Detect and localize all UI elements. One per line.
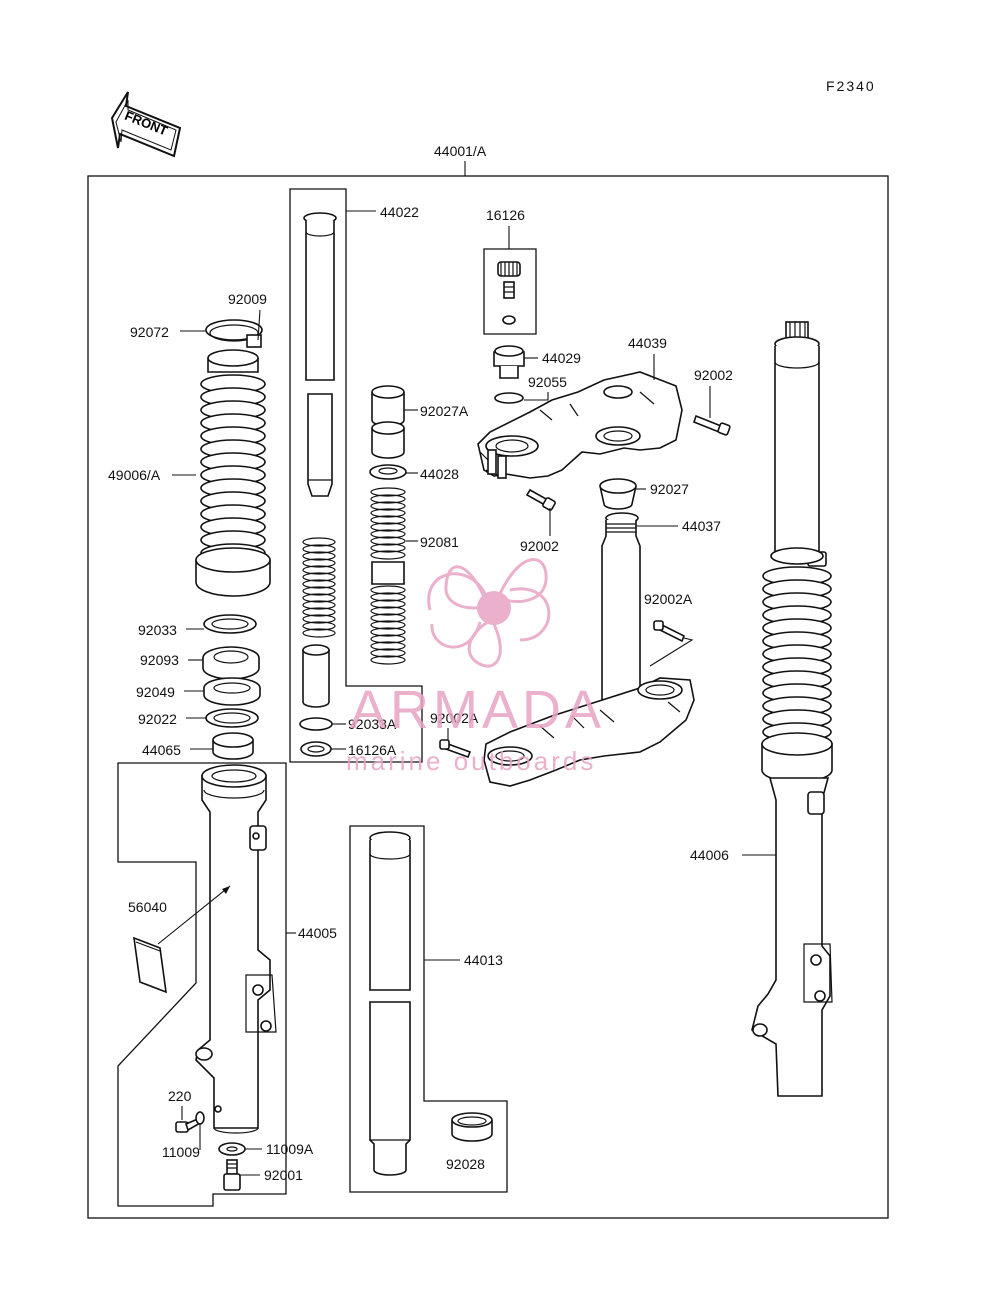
clamp-92072 xyxy=(205,319,263,348)
label-92002-mid: 92002 xyxy=(520,538,559,554)
damper-rod-44022 xyxy=(299,212,337,757)
cap-16126 xyxy=(497,261,521,325)
outer-tube-44005 xyxy=(195,764,277,1134)
bolt-92002-lower xyxy=(525,488,556,511)
bushing-92028 xyxy=(451,1112,493,1142)
label-92093: 92093 xyxy=(140,652,179,668)
assembly-frame xyxy=(87,175,889,1219)
label-56040: 56040 xyxy=(128,899,167,915)
ring-92022 xyxy=(205,708,259,728)
bolt-92002A-left xyxy=(439,739,472,759)
labels: 44022 92009 92072 49006/A 92027A 44028 9… xyxy=(108,204,776,1183)
bushing-92027 xyxy=(599,478,637,510)
label-44005: 44005 xyxy=(298,925,337,941)
label-44029: 44029 xyxy=(542,350,581,366)
label-92081: 92081 xyxy=(420,534,459,550)
label-92027: 92027 xyxy=(650,481,689,497)
inner-frame-44022 xyxy=(289,188,423,763)
leader-92002A-right xyxy=(649,637,694,667)
armada-watermark: ARMADA marine outboards xyxy=(346,558,605,776)
stem-44037 xyxy=(601,512,641,721)
washer-11009 xyxy=(195,1111,205,1125)
label-220: 220 xyxy=(168,1088,192,1104)
washer-11009A xyxy=(218,1142,246,1156)
label-44013: 44013 xyxy=(464,952,503,968)
seal-92093 xyxy=(202,646,260,680)
front-arrow-icon: FRONT xyxy=(110,91,182,158)
leader-56040 xyxy=(157,885,231,945)
label-44006: 44006 xyxy=(690,847,729,863)
inner-frame-44005 xyxy=(117,762,287,1207)
label-92002A-right: 92002A xyxy=(644,591,693,607)
label-92072: 92072 xyxy=(130,324,169,340)
bolt-92001 xyxy=(223,1159,241,1191)
ring-92033 xyxy=(203,614,257,634)
label-92001: 92001 xyxy=(264,1167,303,1183)
arrow-56040-icon xyxy=(222,886,230,894)
page-code: F2340 xyxy=(826,78,876,94)
watermark-tagline: marine outboards xyxy=(346,746,596,776)
plate-56040 xyxy=(133,936,167,994)
label-92028: 92028 xyxy=(446,1156,485,1172)
spring-92081 xyxy=(370,487,406,665)
leader-92009 xyxy=(257,309,261,341)
bolt-92002A-right xyxy=(653,620,686,643)
label-16126: 16126 xyxy=(486,207,525,223)
label-92002-top: 92002 xyxy=(694,367,733,383)
label-92055: 92055 xyxy=(528,374,567,390)
label-44001A: 44001/A xyxy=(434,143,487,159)
inner-tube-44013 xyxy=(369,831,411,1176)
label-11009: 11009 xyxy=(162,1144,200,1160)
propeller-logo-icon xyxy=(427,558,551,668)
lower-bracket-44037 xyxy=(483,677,695,787)
label-92009: 92009 xyxy=(228,291,267,307)
cap-box-16126 xyxy=(483,248,537,335)
label-92033A: 92033A xyxy=(348,716,397,732)
nut-44029 xyxy=(493,345,525,379)
bolt-92002-upper xyxy=(693,414,731,436)
label-92022: 92022 xyxy=(138,711,177,727)
label-92027A: 92027A xyxy=(420,403,469,419)
seat-44028 xyxy=(369,464,407,480)
label-44037: 44037 xyxy=(682,518,721,534)
oring-92055 xyxy=(494,392,524,404)
label-44022: 44022 xyxy=(380,204,419,220)
label-11009A: 11009A xyxy=(266,1141,314,1157)
label-92002A-left: 92002A xyxy=(430,710,479,726)
leader-92055 xyxy=(524,392,549,401)
label-44065: 44065 xyxy=(142,742,181,758)
inner-frame-44013 xyxy=(349,825,508,1193)
watermark-name: ARMADA xyxy=(350,680,605,740)
label-44028: 44028 xyxy=(420,466,459,482)
upper-bracket-44039 xyxy=(477,371,683,479)
bushing-44065 xyxy=(212,732,254,760)
spacer-92027A xyxy=(371,385,405,459)
washer-92049 xyxy=(203,677,261,706)
label-92033: 92033 xyxy=(138,622,177,638)
label-49006A: 49006/A xyxy=(108,467,161,483)
label-16126A: 16126A xyxy=(348,742,397,758)
boot-49006A xyxy=(195,349,271,597)
label-44039: 44039 xyxy=(628,335,667,351)
fork-assembly-44006 xyxy=(751,321,833,1097)
label-92049: 92049 xyxy=(136,684,175,700)
